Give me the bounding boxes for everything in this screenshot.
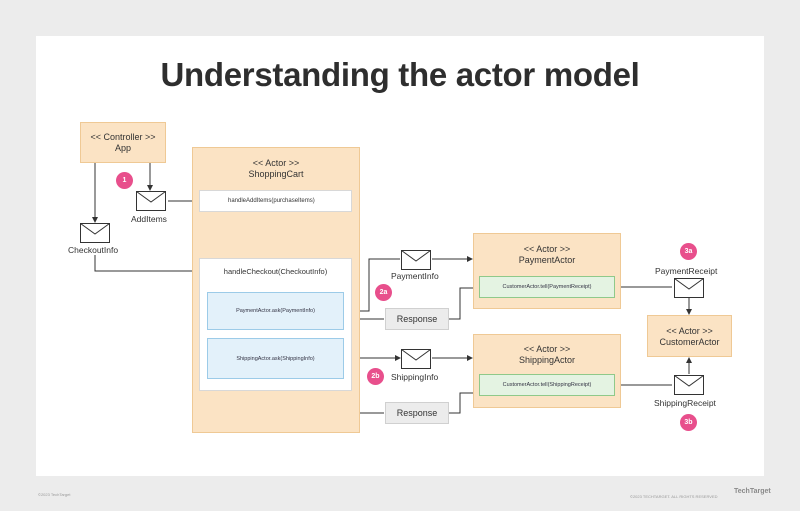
payment-tell-box: CustomerActor.tell(PaymentReceipt) xyxy=(479,276,615,298)
controller-app-box: << Controller >> App xyxy=(80,122,166,163)
step-badge-2a: 2a xyxy=(375,284,392,301)
label-paymentinfo: PaymentInfo xyxy=(391,271,439,281)
shipping-actor-name: ShippingActor xyxy=(518,355,576,365)
diagram-title: Understanding the actor model xyxy=(160,56,640,93)
envelope-icon xyxy=(80,223,110,243)
label-paymentreceipt: PaymentReceipt xyxy=(655,266,718,276)
response-shipping-box: Response xyxy=(385,402,449,424)
shoppingcart-stereotype: << Actor >> xyxy=(252,158,300,168)
arrow-shipping-response xyxy=(449,392,478,414)
ask-payment-box: PaymentActor.ask(PaymentInfo) xyxy=(207,292,344,330)
step-badge-1: 1 xyxy=(116,172,133,189)
shipping-actor-stereotype: << Actor >> xyxy=(523,344,571,354)
arrow-payment-response xyxy=(449,287,478,320)
envelope-icon xyxy=(674,278,704,298)
shipping-actor-box: << Actor >> ShippingActor xyxy=(473,334,621,408)
step-badge-3b: 3b xyxy=(680,414,697,431)
label-checkoutinfo: CheckoutInfo xyxy=(68,245,119,255)
envelope-icon xyxy=(136,191,166,211)
handler-checkout-label: handleCheckout(CheckoutInfo) xyxy=(223,267,328,276)
envelope-icon xyxy=(674,375,704,395)
label-additems: AddItems xyxy=(131,214,167,224)
payment-actor-name: PaymentActor xyxy=(518,255,576,265)
envelope-icon xyxy=(401,349,431,369)
customer-actor-box: << Actor >> CustomerActor xyxy=(647,315,732,357)
label-shippingreceipt: ShippingReceipt xyxy=(654,398,716,408)
step-badge-2b: 2b xyxy=(367,368,384,385)
label-shippinginfo: ShippingInfo xyxy=(391,372,439,382)
customer-actor-name: CustomerActor xyxy=(659,337,720,347)
brand-logo: TechTarget xyxy=(734,488,771,495)
arrow-checkout-to-handler xyxy=(94,255,199,274)
handler-add-items: handleAddItems(purchaseItems) xyxy=(199,190,352,212)
step-badge-3a: 3a xyxy=(680,243,697,260)
footer-copyright-right: ©2023 TECHTARGET. ALL RIGHTS RESERVED xyxy=(630,494,718,499)
controller-name: App xyxy=(114,143,131,153)
response-payment-box: Response xyxy=(385,308,449,330)
shoppingcart-name: ShoppingCart xyxy=(248,169,304,179)
controller-stereotype: << Controller >> xyxy=(90,132,156,142)
customer-actor-stereotype: << Actor >> xyxy=(666,326,713,336)
shipping-tell-box: CustomerActor.tell(ShippingReceipt) xyxy=(479,374,615,396)
footer-copyright-left: ©2023 TechTarget xyxy=(38,492,71,497)
ask-shipping-box: ShippingActor.ask(ShippingInfo) xyxy=(207,338,344,379)
payment-actor-stereotype: << Actor >> xyxy=(523,244,571,254)
envelope-icon xyxy=(401,250,431,270)
